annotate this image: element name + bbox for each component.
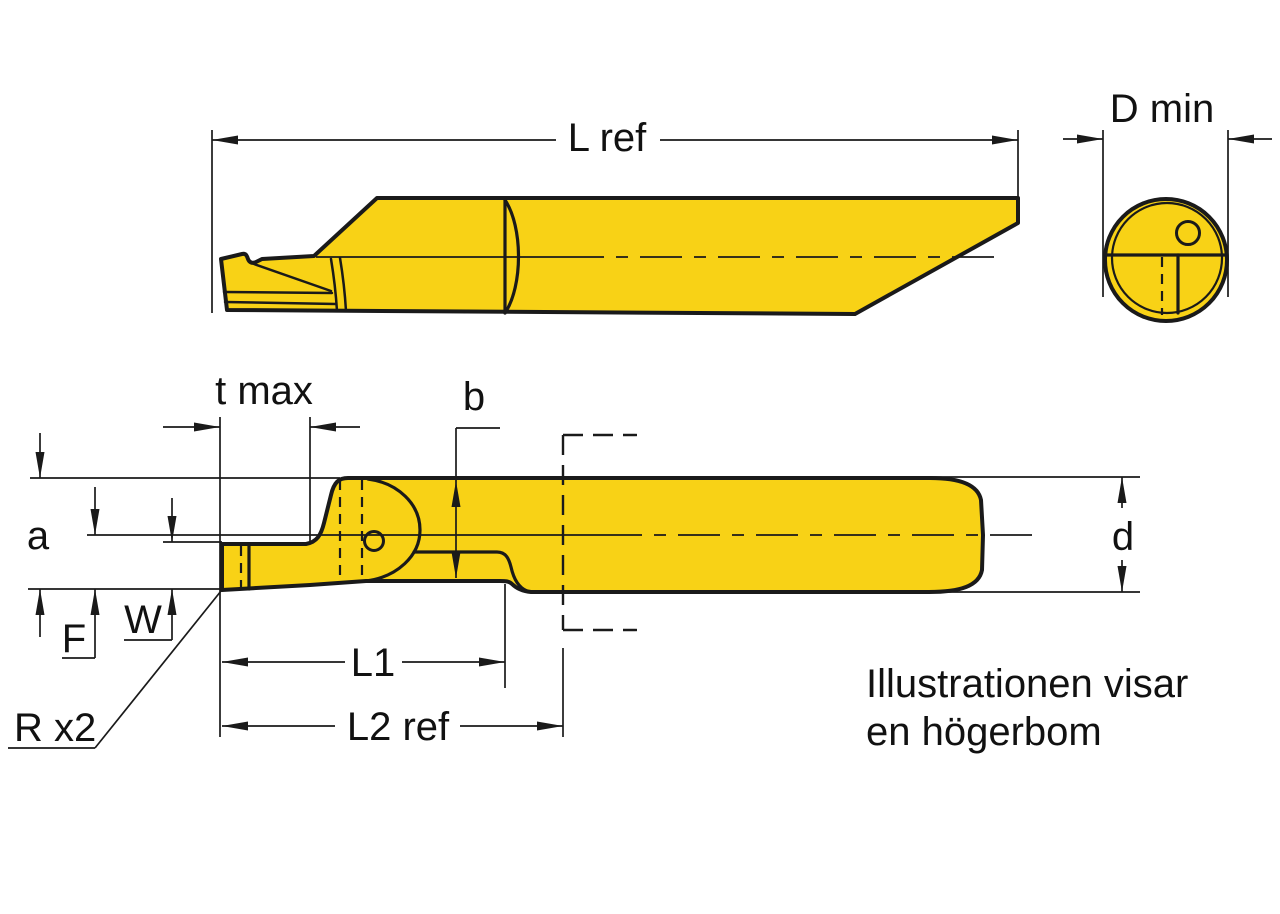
f-dimension: F [62, 487, 100, 661]
arrowhead-down [35, 452, 45, 478]
arrowhead-left [212, 135, 238, 145]
insert-edge-line-2 [223, 300, 338, 306]
arrowhead-right [537, 721, 563, 731]
dim-label-w: W [124, 598, 162, 642]
top-view-body [219, 196, 1020, 316]
arrowhead-left [310, 422, 336, 432]
arrowhead-up [35, 589, 45, 615]
dim-label-b: b [463, 375, 485, 419]
arrowhead-left [222, 657, 248, 667]
l-ref-dimension: L ref [211, 116, 1019, 313]
insert-edge-line-1 [222, 290, 334, 295]
arrowhead-right [479, 657, 505, 667]
w-dimension: W [124, 498, 177, 642]
arrowhead-down [1117, 566, 1127, 592]
arrowhead-left [222, 721, 248, 731]
dim-label-r-x2: R x2 [14, 706, 96, 750]
a-dimension: a [27, 433, 50, 637]
dim-label-l2-ref: L2 ref [347, 705, 450, 749]
l1-dimension: L1 [222, 584, 506, 688]
dim-label-l-ref: L ref [568, 116, 647, 160]
section-plane-dashes [561, 433, 637, 632]
end-view-body [1103, 197, 1229, 323]
clamp-hole-side [363, 530, 385, 552]
arrowhead-up [90, 589, 100, 615]
note-line-2: en högerbom [866, 710, 1102, 754]
arrowhead-up [167, 589, 177, 615]
leader-line [94, 590, 222, 749]
note-line-1: Illustrationen visar [866, 662, 1188, 706]
d-min-dimension: D min [1063, 87, 1272, 297]
b-dimension: b [451, 375, 500, 578]
top-view: L ref [211, 116, 1020, 316]
arrowhead-right [992, 135, 1018, 145]
insert-transition-line-2 [338, 256, 348, 313]
end-view-rim [1110, 201, 1224, 315]
pocket-flat-edge [412, 550, 529, 593]
dim-label-d: d [1112, 515, 1134, 559]
side-view: t max a F W [8, 369, 1140, 750]
arrowhead-down [167, 516, 177, 542]
d-dimension: d [930, 476, 1140, 593]
clamp-hole [1175, 220, 1201, 246]
dim-label-a: a [27, 514, 50, 558]
arrowhead-up [1117, 477, 1127, 503]
arrowhead-down [90, 509, 100, 535]
note: Illustrationen visar en högerbom [866, 662, 1188, 754]
dim-label-d-min: D min [1110, 87, 1214, 131]
r-x2-callout: R x2 [8, 590, 222, 750]
dim-label-t-max: t max [215, 369, 313, 413]
clamp-lobe-arc [364, 477, 422, 583]
t-max-dimension: t max [163, 369, 360, 737]
arrowhead-left [1228, 134, 1254, 144]
arrowhead-right [194, 422, 220, 432]
insert-edge-diagonal [252, 262, 333, 293]
insert-transition-line-1 [329, 257, 339, 313]
arrowhead-right [1077, 134, 1103, 144]
end-view: D min [1063, 87, 1272, 323]
dim-label-l1: L1 [351, 641, 396, 685]
arrowhead-down [451, 552, 461, 578]
arrowhead-up [451, 481, 461, 507]
dim-label-f: F [62, 617, 86, 661]
l2-ref-dimension: L2 ref [222, 648, 564, 749]
